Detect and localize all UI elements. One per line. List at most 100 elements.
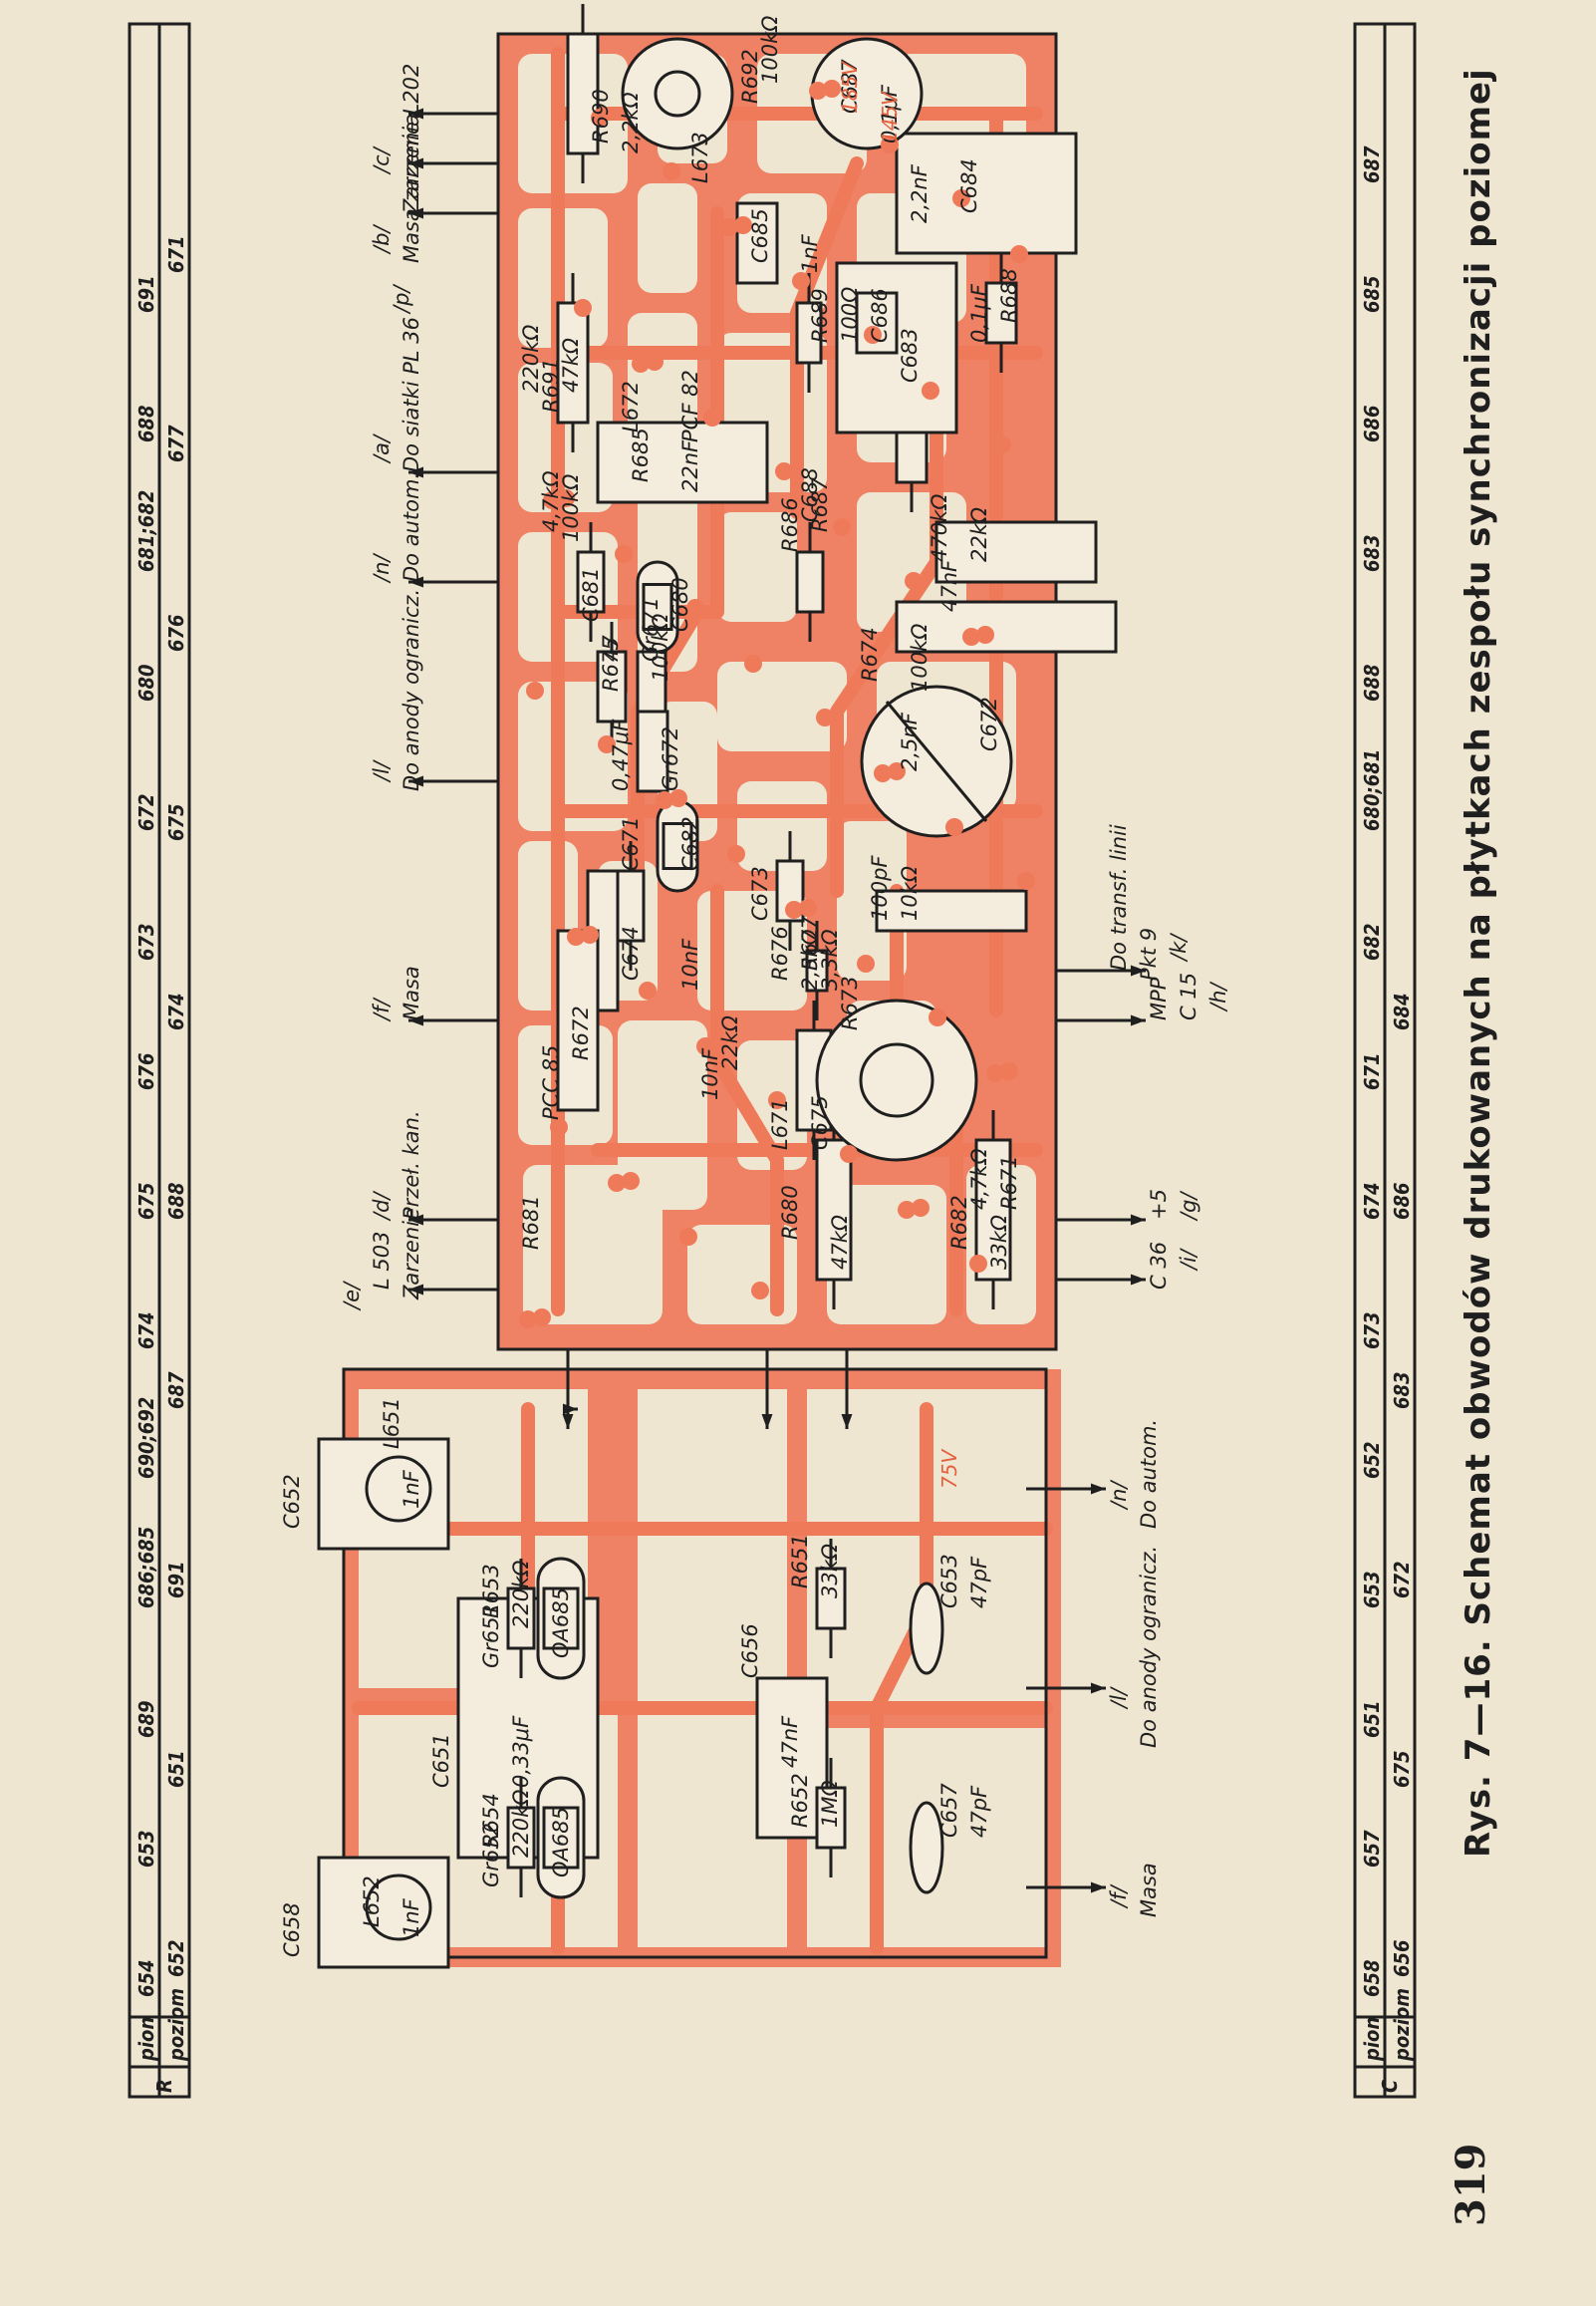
board-cutout xyxy=(687,1225,797,1324)
board1-label: R685 xyxy=(629,428,653,482)
board2-label: Gr651 xyxy=(479,1603,503,1668)
board1-top-connector-label: Zarzenie L202 xyxy=(399,64,423,214)
board1-label: Gr672 xyxy=(659,726,682,791)
connector-f-head xyxy=(1090,1881,1106,1893)
board1-top-connector-label: /f/ xyxy=(370,998,394,1022)
pad xyxy=(864,326,882,344)
table-c-row2-cell: 672 xyxy=(1390,1561,1414,1598)
table-c-row2-cell: 675 xyxy=(1390,1750,1414,1788)
pad xyxy=(799,899,817,917)
board1-bottom-connector-label: MPP xyxy=(1147,977,1171,1020)
connector-bottom-0-head xyxy=(1130,1274,1146,1286)
copper-track xyxy=(830,346,943,898)
cap-c688 xyxy=(596,421,769,504)
board2-label: L651 xyxy=(380,1397,403,1449)
board-cutout xyxy=(737,781,827,871)
board2-label: 0,33μF xyxy=(509,1715,533,1788)
board2-label: Gr652 xyxy=(479,1823,503,1887)
pad xyxy=(533,1308,551,1326)
pad xyxy=(615,545,633,563)
board-cutout xyxy=(837,821,907,981)
table-r-row2-cell: 674 xyxy=(164,993,188,1030)
pad xyxy=(969,1255,987,1273)
pad xyxy=(962,628,980,646)
board1-label: 220kΩ xyxy=(519,325,543,393)
table-c-row1-cell: 683 xyxy=(1360,534,1384,572)
board2-label: C652 xyxy=(280,1474,304,1529)
board1-bottom-connector-label: Do transf. linii xyxy=(1107,824,1131,971)
pad xyxy=(656,791,673,809)
board1-label: 22kΩ xyxy=(967,507,991,562)
pad xyxy=(703,409,721,427)
board2-label: C651 xyxy=(429,1733,453,1788)
pad xyxy=(567,928,585,946)
board1-top-connector-label: /c/ xyxy=(370,145,394,175)
board-cutout xyxy=(717,662,847,751)
pad xyxy=(526,682,544,700)
pad xyxy=(581,926,599,944)
board1-label: 3,3kΩ xyxy=(818,929,842,991)
page-number: 319 xyxy=(1448,2144,1494,2227)
table-c-row1-cell: 653 xyxy=(1360,1571,1384,1608)
board1-label: 4,7kΩ xyxy=(967,1148,991,1210)
pad xyxy=(751,1282,769,1299)
component-outlines xyxy=(317,4,1146,1969)
table-c-row1-cell: 688 xyxy=(1360,664,1384,702)
board1-label: C686 xyxy=(868,288,892,343)
coil-l651 xyxy=(365,1455,432,1523)
board1-label: R671 xyxy=(997,1155,1021,1210)
board1-bottom-connector-label: C 15 xyxy=(1177,973,1200,1020)
pad xyxy=(598,735,616,753)
board1-label: R690 xyxy=(589,89,613,144)
coil-l673-core xyxy=(654,70,701,118)
board1-label: 0,47μF xyxy=(609,719,633,791)
board1-bottom-connector-label: +5 xyxy=(1147,1189,1171,1220)
board1-label: C688 xyxy=(798,467,822,522)
connector-top-7-head xyxy=(408,157,424,169)
table-c-row1-cell: 680;681 xyxy=(1360,749,1384,831)
board2-connector-label: Do anody ogranicz. xyxy=(1137,1546,1161,1748)
board1-label: 2,2nF xyxy=(908,163,931,223)
table-c-row1-cell: 685 xyxy=(1360,275,1384,313)
board1-label: 145V xyxy=(878,91,902,144)
board1-label: C673 xyxy=(748,866,772,921)
pad xyxy=(639,982,657,1000)
board1-label: C685 xyxy=(748,208,772,263)
connector-n-head xyxy=(1090,1483,1106,1495)
table-c-row1-cell: 682 xyxy=(1360,923,1384,961)
board1-label: 2,5nF xyxy=(898,712,922,771)
table-c-row1-cell: 651 xyxy=(1360,1700,1384,1738)
diode-gr671-body xyxy=(642,583,673,631)
pad xyxy=(696,1037,714,1055)
table-r-row1-cell: 691 xyxy=(134,275,158,313)
table-r-row1-cell: 672 xyxy=(134,793,158,831)
board1-top-connector-label: Masa zarzenia xyxy=(399,114,423,263)
board1-label: 100Ω xyxy=(838,287,862,343)
pad xyxy=(775,462,793,480)
pad xyxy=(557,489,575,507)
pot-r677-knob xyxy=(859,1042,934,1118)
pad xyxy=(519,1310,537,1328)
board1-label: 33kΩ xyxy=(987,1215,1011,1270)
board2-label: 1nF xyxy=(399,1469,423,1509)
board1-top-connector-label: Do autom. xyxy=(399,472,423,582)
board1-bottom-connector-label: /h/ xyxy=(1206,982,1230,1012)
board2-label: C653 xyxy=(937,1554,961,1608)
board1-label: R675 xyxy=(599,637,623,692)
board1-bottom-connector-label: /i/ xyxy=(1177,1248,1200,1272)
pad xyxy=(840,1145,858,1163)
board2-label: C658 xyxy=(280,1902,304,1957)
connector-top-1-head xyxy=(408,1214,424,1226)
copper-track xyxy=(710,884,784,1316)
table-r-row2-cell: 688 xyxy=(164,1182,188,1220)
pad xyxy=(912,1199,930,1217)
pad xyxy=(905,572,923,590)
connector-top-8-head xyxy=(408,108,424,120)
board2-outline xyxy=(342,1367,1048,1959)
board1-label: R686 xyxy=(778,497,802,552)
board2-label: R654 xyxy=(479,1793,503,1848)
board2-label: 47pF xyxy=(967,1785,991,1838)
table-c-letter: C xyxy=(1378,2079,1402,2093)
pad xyxy=(574,299,592,317)
board1-label: 22kΩ xyxy=(718,1015,742,1070)
